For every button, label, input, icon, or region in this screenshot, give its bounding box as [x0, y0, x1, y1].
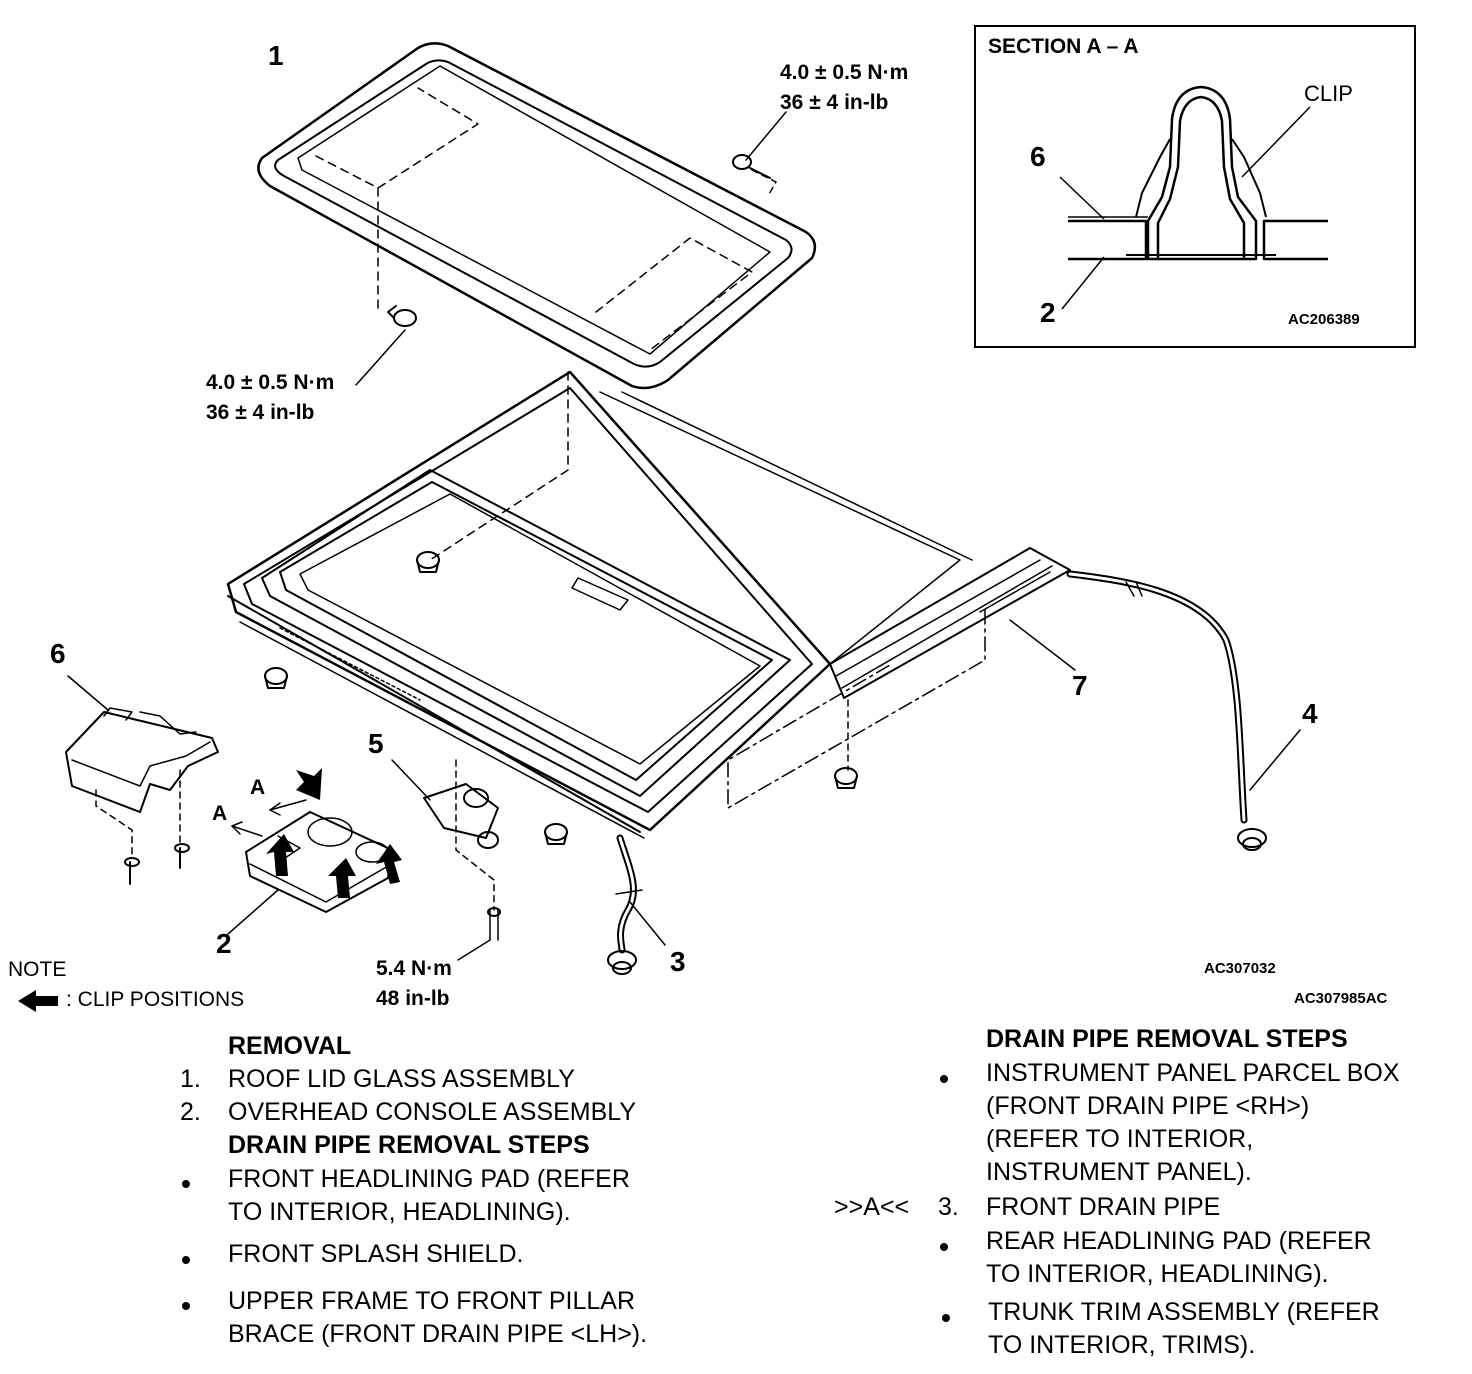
removal-sub-heading: DRAIN PIPE REMOVAL STEPS: [228, 1131, 590, 1159]
note-title: NOTE: [8, 958, 67, 981]
drain-bullet-2-line-2: TO INTERIOR, HEADLINING).: [986, 1260, 1329, 1288]
bullet-icon: [182, 1180, 190, 1188]
removal-bullet-1-line-2: TO INTERIOR, HEADLINING).: [228, 1198, 571, 1226]
section-a-arrow-icon: [231, 799, 307, 837]
step-3-text: FRONT DRAIN PIPE: [986, 1193, 1221, 1221]
bullet-icon: [942, 1314, 950, 1322]
step-3-marker-text: >>A<<: [834, 1193, 910, 1221]
torque-motor-inlb: 48 in-lb: [376, 987, 450, 1010]
removal-bullet-1-line-1: FRONT HEADLINING PAD (REFER: [228, 1165, 630, 1193]
removal-bullet-2-line-1: FRONT SPLASH SHIELD.: [228, 1240, 524, 1268]
drain-heading: DRAIN PIPE REMOVAL STEPS: [986, 1025, 1348, 1053]
console-bracket: [65, 707, 219, 885]
roof-lid-glass: [257, 42, 817, 390]
note-arrow-icon: [18, 990, 58, 1012]
step-3-num: 3.: [938, 1193, 959, 1221]
torque-motor: 5.4 N·m 48 in-lb: [376, 954, 452, 1014]
removal-heading: REMOVAL: [228, 1032, 352, 1060]
callout-5: 5: [368, 728, 384, 759]
torque-glass-top-inlb: 36 ± 4 in-lb: [780, 91, 889, 114]
step-3-marker: >>A<<: [834, 1191, 909, 1224]
glass-bolt-left-icon: [387, 305, 417, 327]
rear-drain-pipe: [1066, 570, 1267, 851]
removal-bullet-3-line-1: UPPER FRAME TO FRONT PILLAR: [228, 1287, 636, 1315]
section-callout-2: 2: [1040, 297, 1056, 328]
bullet-icon: [182, 1302, 190, 1310]
clip-label: CLIP: [1304, 81, 1353, 106]
drain-bullet-1-line-3: (REFER TO INTERIOR,: [986, 1125, 1254, 1153]
drain-bullet-1-line-2: (FRONT DRAIN PIPE <RH>): [986, 1092, 1310, 1120]
bullet-icon: [940, 1075, 948, 1083]
callout-2: 2: [216, 928, 232, 959]
callout-3: 3: [670, 946, 686, 977]
section-arrow-label-1: A: [250, 776, 266, 799]
removal-item-2-text: OVERHEAD CONSOLE ASSEMBLY: [228, 1098, 636, 1126]
note-legend: : CLIP POSITIONS: [66, 988, 245, 1011]
torque-motor-nm: 5.4 N·m: [376, 957, 452, 980]
section-callout-6: 6: [1030, 141, 1046, 172]
removal-item-1-text: ROOF LID GLASS ASSEMBLY: [228, 1065, 575, 1093]
clip-arrow-icon: [266, 768, 402, 898]
callout-1: 1: [268, 40, 284, 71]
drain-bullet-1-line-1: INSTRUMENT PANEL PARCEL BOX: [986, 1059, 1400, 1087]
overhead-console: [245, 811, 393, 913]
torque-glass-left-nm: 4.0 ± 0.5 N·m: [206, 371, 335, 394]
sunroof-motor: [423, 759, 501, 941]
drain-bullet-2-line-1: REAR HEADLINING PAD (REFER: [986, 1227, 1372, 1255]
torque-glass-left: 4.0 ± 0.5 N·m 36 ± 4 in-lb: [206, 368, 334, 428]
frame-grommet-icon: [264, 551, 858, 845]
side-rail: [829, 547, 1071, 699]
bullet-icon: [182, 1256, 190, 1264]
bullet-icon: [940, 1243, 948, 1251]
removal-item-1-num: 1.: [180, 1065, 201, 1093]
torque-glass-left-inlb: 36 ± 4 in-lb: [206, 401, 315, 424]
page-code: AC307985AC: [1294, 990, 1388, 1007]
front-drain-pipe: [607, 834, 643, 975]
removal-bullet-3-line-2: BRACE (FRONT DRAIN PIPE <LH>).: [228, 1320, 648, 1348]
figure-code: AC307032: [1204, 960, 1276, 977]
section-title: SECTION A – A: [988, 35, 1139, 58]
torque-glass-top: 4.0 ± 0.5 N·m 36 ± 4 in-lb: [780, 58, 908, 118]
drain-bullet-3-line-2: TO INTERIOR, TRIMS).: [988, 1331, 1256, 1359]
callout-7: 7: [1072, 670, 1088, 701]
section-arrow-label-2: A: [212, 802, 228, 825]
torque-glass-top-nm: 4.0 ± 0.5 N·m: [780, 61, 909, 84]
sunroof-frame: [226, 370, 973, 839]
section-a-a-inset: SECTION A – A CLIP 6 2 AC206389: [974, 25, 1416, 348]
callout-6: 6: [50, 638, 66, 669]
drain-bullet-3-line-1: TRUNK TRIM ASSEMBLY (REFER: [988, 1298, 1380, 1326]
glass-bolt-top-icon: [732, 154, 771, 179]
removal-item-2-num: 2.: [180, 1098, 201, 1126]
drain-bullet-1-line-4: INSTRUMENT PANEL).: [986, 1158, 1252, 1186]
section-a-a-drawing: [1059, 85, 1328, 310]
callout-4: 4: [1302, 698, 1318, 729]
section-figure-code: AC206389: [1288, 311, 1360, 328]
